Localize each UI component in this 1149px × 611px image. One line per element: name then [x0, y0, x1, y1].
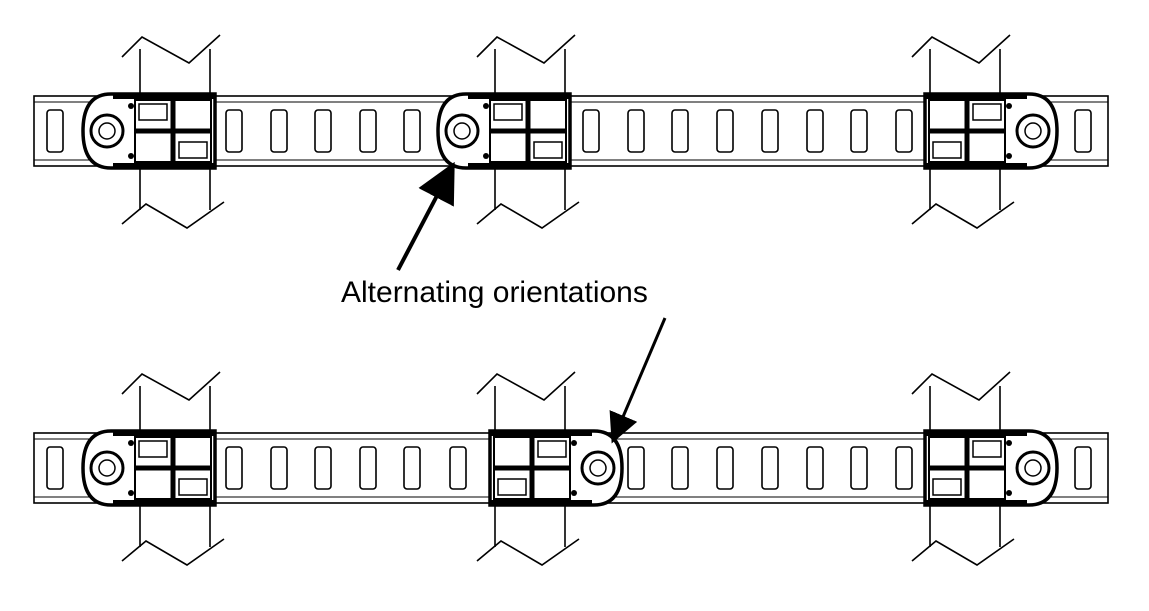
rail-slot — [671, 446, 689, 490]
callout-arrow-top — [396, 161, 455, 271]
rail-slot — [716, 109, 734, 153]
clamp-bracket — [923, 92, 1059, 170]
rail-slot — [1074, 109, 1092, 153]
rail-slot — [806, 109, 824, 153]
rail-slot — [359, 446, 377, 490]
rail-slot — [270, 446, 288, 490]
rail-slot — [1074, 446, 1092, 490]
annotation-label: Alternating orientations — [341, 276, 648, 309]
clamp-bracket — [81, 92, 217, 170]
rail-slot — [449, 446, 467, 490]
rail-slot — [46, 109, 64, 153]
rail-slot — [627, 109, 645, 153]
rail-slot — [850, 109, 868, 153]
rail-slot — [270, 109, 288, 153]
clamp-bracket — [488, 429, 624, 507]
rail-slot — [671, 109, 689, 153]
rail-slot — [403, 446, 421, 490]
rail-slot — [627, 446, 645, 490]
rail-slot — [895, 109, 913, 153]
rail-slot — [359, 109, 377, 153]
callout-arrow-bottom — [609, 317, 667, 444]
rail-slot — [46, 446, 64, 490]
rail-slot — [314, 446, 332, 490]
rail-slot — [761, 446, 779, 490]
rail-slot — [895, 446, 913, 490]
rail-slot — [582, 109, 600, 153]
clamp-bracket — [81, 429, 217, 507]
rail-slot — [314, 109, 332, 153]
rail-slot — [225, 109, 243, 153]
rail-slot — [761, 109, 779, 153]
clamp-bracket — [436, 92, 572, 170]
rail-slot — [716, 446, 734, 490]
rail-slot — [850, 446, 868, 490]
rail-slot — [225, 446, 243, 490]
rail-slot — [806, 446, 824, 490]
rail-slot — [403, 109, 421, 153]
clamp-bracket — [923, 429, 1059, 507]
